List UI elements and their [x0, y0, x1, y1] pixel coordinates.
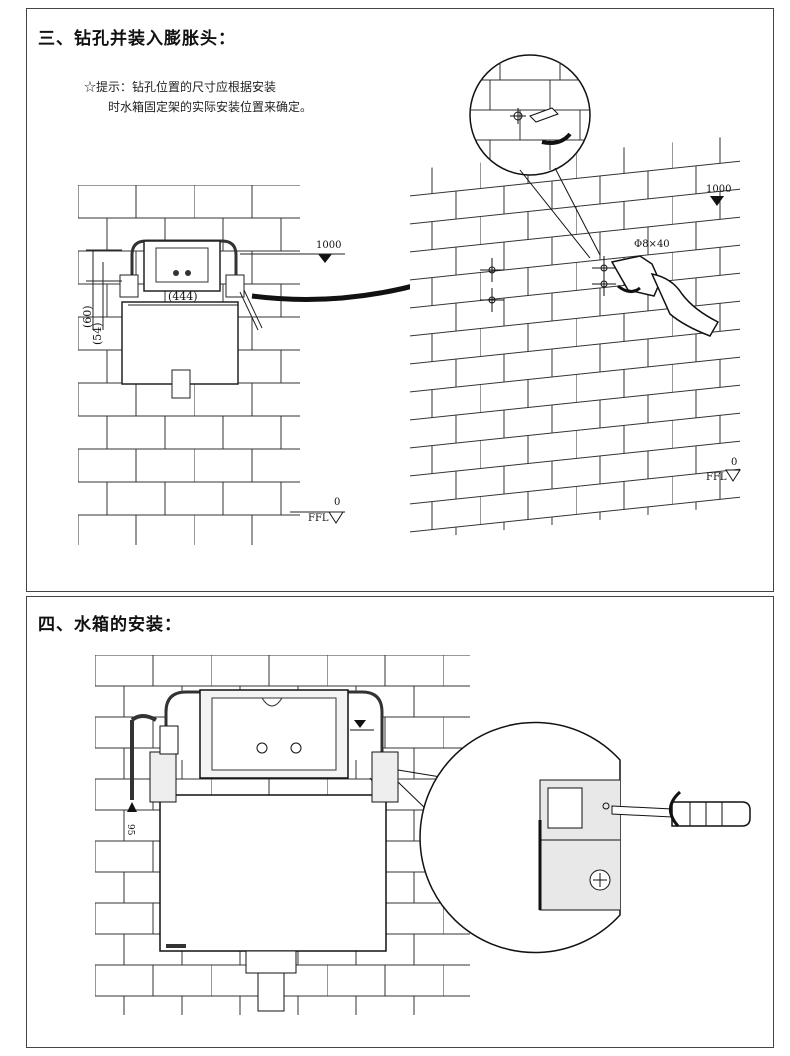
dim-60-label: (60) — [81, 305, 94, 328]
drill-marks — [480, 256, 616, 312]
dim-95-label: 95 — [125, 824, 135, 836]
rotate-arrow-icon — [669, 790, 682, 827]
tank-frame-left: (444) (60) (54) 1000 FFL 0 — [81, 239, 345, 524]
level-marker-icon — [318, 254, 332, 263]
screwdriver-icon — [611, 805, 673, 818]
magnified-screw-detail — [419, 721, 751, 954]
floor-level-marker-right-icon — [725, 469, 741, 482]
tip-line-1: ☆提示：钻孔位置的尺寸应根据安装 — [84, 80, 277, 94]
height-1000-right: 1000 — [706, 184, 731, 195]
section-4-title: 四、水箱的安装： — [38, 615, 182, 635]
drill-hand-icon — [610, 255, 720, 337]
right-brick-wall-perspective — [410, 135, 740, 540]
dim-54-label: (54) — [91, 322, 104, 345]
level-marker-right-icon — [710, 196, 724, 206]
ffl-right-zero: 0 — [731, 457, 737, 468]
ffl-right-label: FFL — [706, 472, 727, 483]
floor-level-marker-icon — [328, 511, 344, 524]
magnified-anchor-detail — [469, 54, 601, 259]
section-drilling-panel — [26, 8, 774, 592]
height-1000-left: 1000 — [316, 240, 341, 251]
drill-spec-label: Φ8×40 — [634, 239, 670, 250]
ffl-left-label: FFL — [308, 513, 329, 524]
section-3-title: 三、钻孔并装入膨胀头： — [38, 29, 236, 49]
ffl-left-zero: 0 — [334, 497, 340, 508]
section-tank-installation-panel — [26, 596, 774, 1048]
tip-line-2: 时水箱固定架的实际安装位置来确定。 — [108, 100, 313, 114]
width-444-label: (444) — [168, 290, 198, 303]
cistern-tank: 95 — [125, 689, 399, 1012]
